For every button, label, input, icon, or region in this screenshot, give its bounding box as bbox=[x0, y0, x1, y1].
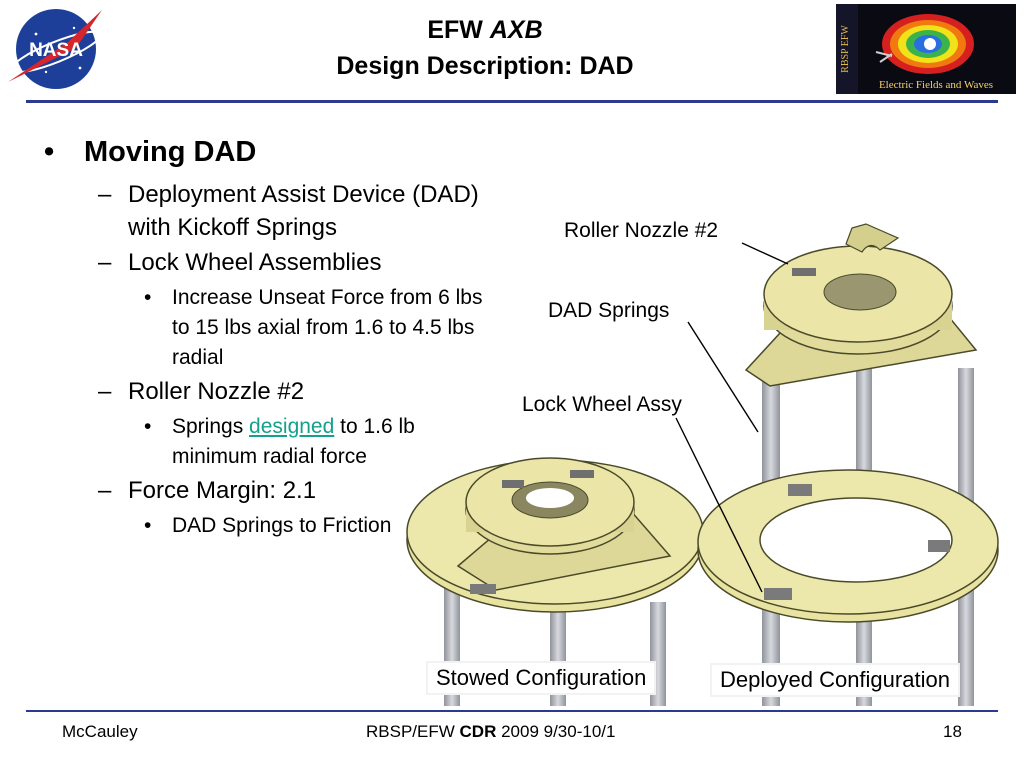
callout-dad-springs: DAD Springs bbox=[548, 299, 670, 322]
callout-lock-wheel: Lock Wheel Assy bbox=[522, 393, 682, 416]
svg-text:Electric Fields and Waves: Electric Fields and Waves bbox=[879, 79, 993, 91]
designed-link[interactable]: designed bbox=[249, 415, 335, 438]
bullet-force-margin: –Force Margin: 2.1 bbox=[98, 477, 317, 504]
bullet-dad: –Deployment Assist Device (DAD) with Kic… bbox=[98, 181, 479, 241]
bullet-lock-wheel: –Lock Wheel Assemblies bbox=[98, 249, 382, 276]
header-divider bbox=[26, 100, 998, 103]
bullet-unseat-force: •Increase Unseat Force from 6 lbs to 15 … bbox=[144, 286, 483, 369]
callout-leaders bbox=[675, 242, 789, 593]
stowed-assembly bbox=[406, 457, 704, 706]
dad-assembly-figure bbox=[406, 223, 999, 706]
stowed-configuration-label: Stowed Configuration bbox=[428, 663, 655, 693]
title-plain: EFW bbox=[427, 16, 490, 44]
bullet-springs-designed: •Springs designed to 1.6 lb minimum radi… bbox=[144, 415, 415, 468]
bullet-roller-nozzle: –Roller Nozzle #2 bbox=[98, 378, 305, 405]
slide-title: EFW AXB Design Description: DAD bbox=[200, 12, 770, 84]
bullet-dad-springs-friction: •DAD Springs to Friction bbox=[144, 514, 392, 537]
rbsp-efw-logo-icon: RBSP EFW Electric Fields and Waves bbox=[836, 4, 1016, 94]
deployed-configuration-label: Deployed Configuration bbox=[712, 665, 958, 695]
deployed-assembly bbox=[697, 223, 999, 706]
nasa-logo-icon: NASA bbox=[8, 9, 102, 89]
svg-text:NASA: NASA bbox=[29, 40, 83, 61]
footer-event: RBSP/EFW CDR 2009 9/30-10/1 bbox=[366, 722, 616, 741]
svg-text:RBSP EFW: RBSP EFW bbox=[840, 25, 851, 73]
bullet-level-1: •Moving DAD bbox=[44, 136, 257, 168]
title-emphasis: AXB bbox=[489, 16, 543, 44]
title-line-2: Design Description: DAD bbox=[336, 52, 634, 80]
callout-roller-nozzle: Roller Nozzle #2 bbox=[564, 219, 719, 242]
footer-author: McCauley bbox=[62, 722, 138, 741]
bullet-list: •Moving DAD –Deployment Assist Device (D… bbox=[44, 132, 484, 541]
page-number: 18 bbox=[943, 722, 962, 741]
footer-divider bbox=[26, 710, 998, 712]
